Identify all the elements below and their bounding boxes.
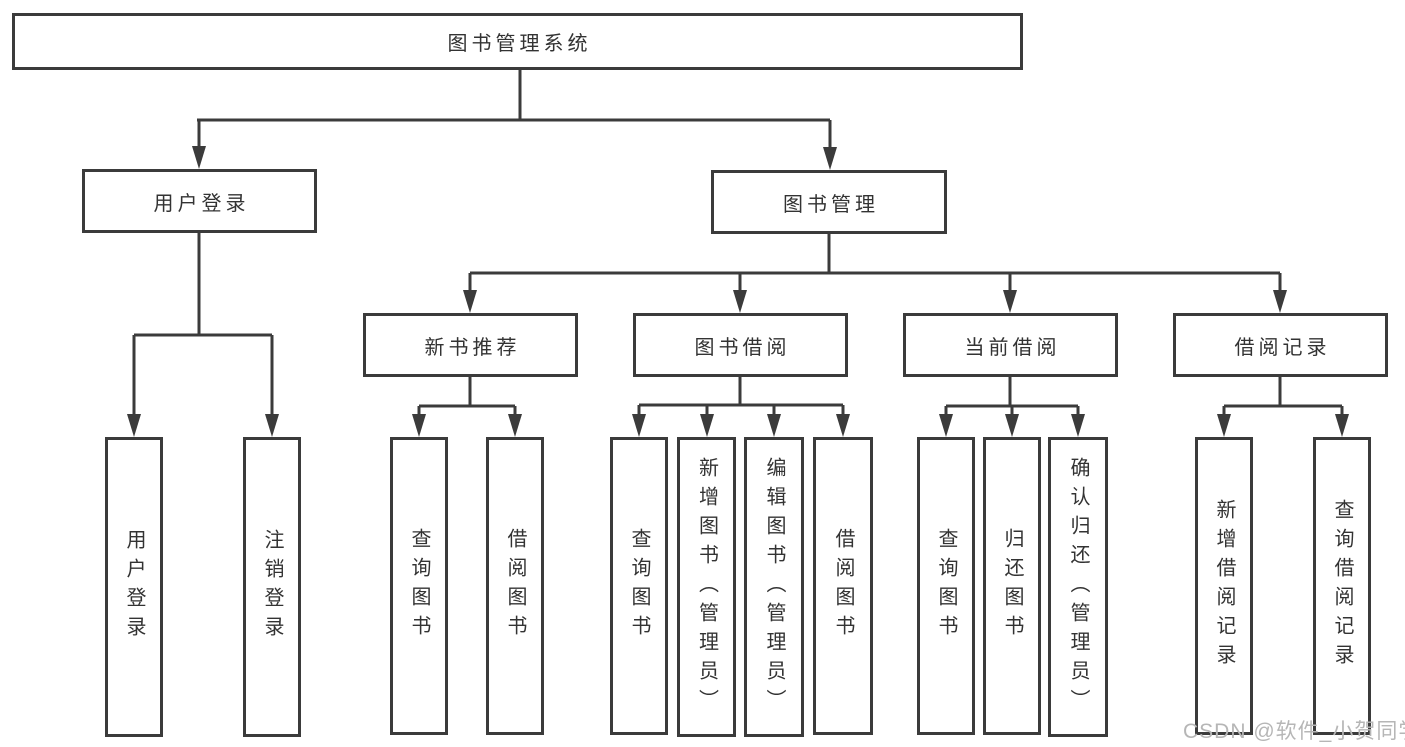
node-current-return-books-label: 归还图书 xyxy=(1001,528,1023,644)
arrowheads xyxy=(127,146,1349,437)
node-book-management-label: 图书管理 xyxy=(783,193,879,216)
node-borrowing-query-books-label: 查询图书 xyxy=(628,528,650,644)
node-borrowing-borrow-books-label: 借阅图书 xyxy=(832,528,854,644)
node-book-borrowing: 图书借阅 xyxy=(633,313,848,377)
connector-current-borrow-to-children xyxy=(944,377,1080,418)
arrowhead-icon xyxy=(192,146,206,169)
node-recommend-query-books: 查询图书 xyxy=(390,437,448,735)
node-current-query-books: 查询图书 xyxy=(917,437,975,735)
arrowhead-icon xyxy=(1335,414,1349,437)
connector-borrow-records-to-children xyxy=(1222,377,1344,418)
connector-new-book-rec-to-children xyxy=(417,377,517,418)
node-login-label: 用户登录 xyxy=(123,529,145,645)
arrowhead-icon xyxy=(939,414,953,437)
node-borrowing-borrow-books: 借阅图书 xyxy=(813,437,873,735)
arrowhead-icon xyxy=(1273,290,1287,313)
node-current-borrowing-label: 当前借阅 xyxy=(964,336,1061,359)
connector-root-to-level2 xyxy=(197,70,832,151)
node-new-book-recommend: 新书推荐 xyxy=(363,313,578,377)
node-records-query-record: 查询借阅记录 xyxy=(1313,437,1371,735)
arrowhead-icon xyxy=(1071,414,1085,437)
node-records-query-record-label: 查询借阅记录 xyxy=(1331,499,1353,673)
node-new-book-recommend-label: 新书推荐 xyxy=(424,336,521,359)
node-current-query-books-label: 查询图书 xyxy=(935,528,957,644)
node-logout-label: 注销登录 xyxy=(261,529,283,645)
arrowhead-icon xyxy=(700,414,714,437)
arrowhead-icon xyxy=(127,414,141,437)
arrowhead-icon xyxy=(733,290,747,313)
watermark: CSDN @软件_小贺同学 xyxy=(1183,720,1405,743)
arrowhead-icon xyxy=(1005,414,1019,437)
node-logout: 注销登录 xyxy=(243,437,301,737)
node-current-return-books: 归还图书 xyxy=(983,437,1041,735)
arrowhead-icon xyxy=(265,414,279,437)
node-current-borrowing: 当前借阅 xyxy=(903,313,1118,377)
node-book-management: 图书管理 xyxy=(711,170,947,234)
arrowhead-icon xyxy=(463,290,477,313)
node-borrowing-add-books-label: 新增图书（管理员） xyxy=(695,456,718,718)
node-recommend-borrow-books: 借阅图书 xyxy=(486,437,544,735)
connector-book-mgmt-to-level3 xyxy=(468,234,1282,294)
connector-book-borrow-to-children xyxy=(637,377,845,418)
node-borrowing-query-books: 查询图书 xyxy=(610,437,668,735)
arrowhead-icon xyxy=(632,414,646,437)
arrowhead-icon xyxy=(823,147,837,170)
node-user-login-label: 用户登录 xyxy=(153,192,250,215)
node-records-add-record-label: 新增借阅记录 xyxy=(1213,499,1235,673)
arrowhead-icon xyxy=(1003,290,1017,313)
node-recommend-query-books-label: 查询图书 xyxy=(408,528,430,644)
arrowhead-icon xyxy=(508,414,522,437)
connector-paths xyxy=(132,70,1344,418)
node-borrowing-add-books: 新增图书（管理员） xyxy=(677,437,736,737)
connector-user-login-to-children xyxy=(132,233,274,418)
node-records-add-record: 新增借阅记录 xyxy=(1195,437,1253,735)
arrowhead-icon xyxy=(767,414,781,437)
node-book-borrowing-label: 图书借阅 xyxy=(694,336,791,359)
node-current-confirm-return: 确认归还（管理员） xyxy=(1048,437,1108,737)
node-root: 图书管理系统 xyxy=(12,13,1023,70)
node-recommend-borrow-books-label: 借阅图书 xyxy=(504,528,526,644)
node-borrowing-records: 借阅记录 xyxy=(1173,313,1388,377)
node-borrowing-edit-books-label: 编辑图书（管理员） xyxy=(763,456,785,718)
arrowhead-icon xyxy=(412,414,426,437)
node-borrowing-edit-books: 编辑图书（管理员） xyxy=(744,437,804,737)
node-current-confirm-return-label: 确认归还（管理员） xyxy=(1067,456,1089,718)
node-user-login: 用户登录 xyxy=(82,169,317,233)
node-login: 用户登录 xyxy=(105,437,163,737)
node-root-label: 图书管理系统 xyxy=(447,33,592,55)
arrowhead-icon xyxy=(836,414,850,437)
arrowhead-icon xyxy=(1217,414,1231,437)
node-borrowing-records-label: 借阅记录 xyxy=(1234,336,1331,359)
